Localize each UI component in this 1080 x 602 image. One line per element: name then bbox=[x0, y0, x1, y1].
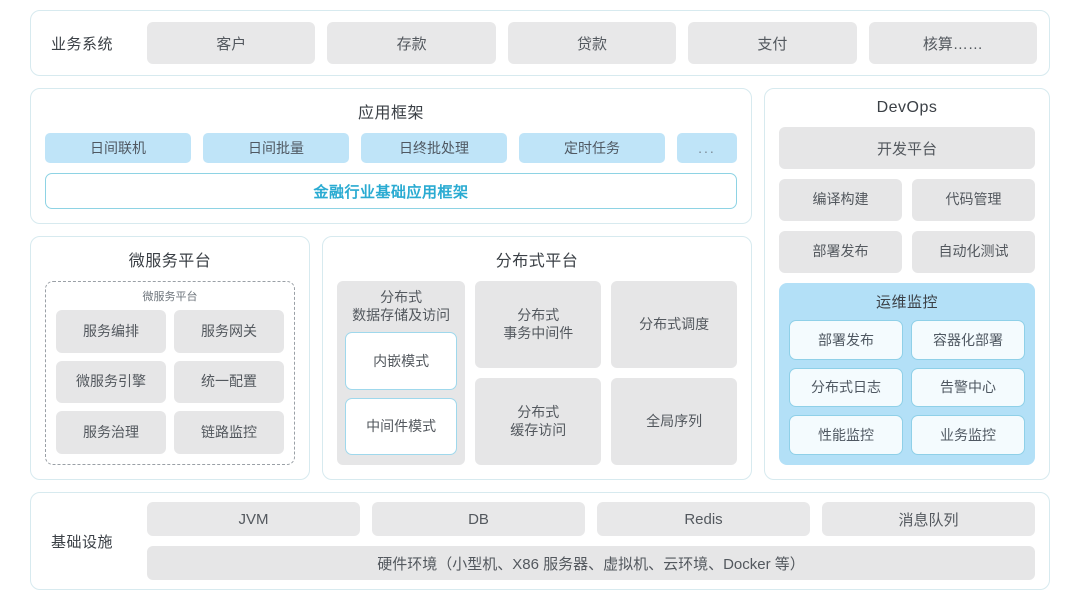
ops-monitoring-card: 运维监控 部署发布 容器化部署 分布式日志 告警中心 性能监控 业务监控 bbox=[779, 283, 1035, 465]
infra-tile-redis[interactable]: Redis bbox=[597, 502, 810, 536]
appfw-chip-eod-batch[interactable]: 日终批处理 bbox=[361, 133, 507, 163]
infra-tile-db[interactable]: DB bbox=[372, 502, 585, 536]
dist-tile-scheduling[interactable]: 分布式调度 bbox=[611, 281, 737, 368]
ms-tile-service-governance[interactable]: 服务治理 bbox=[56, 411, 166, 454]
infra-hardware-environment-bar: 硬件环境（小型机、X86 服务器、虚拟机、云环境、Docker 等） bbox=[147, 546, 1035, 580]
business-systems-label: 业务系统 bbox=[51, 35, 114, 53]
infrastructure-row: 基础设施 JVM DB Redis 消息队列 硬件环境（小型机、X86 服务器、… bbox=[30, 492, 1050, 590]
business-system-deposit[interactable]: 存款 bbox=[327, 22, 496, 64]
devops-card: DevOps 开发平台 编译构建 代码管理 部署发布 自动化测试 运维监控 bbox=[764, 88, 1050, 480]
infrastructure-label: 基础设施 bbox=[51, 533, 114, 551]
dist-tx-line2: 事务中间件 bbox=[503, 324, 574, 341]
dist-tile-global-sequence[interactable]: 全局序列 bbox=[611, 378, 737, 465]
devops-title: DevOps bbox=[876, 99, 938, 116]
business-system-customer[interactable]: 客户 bbox=[147, 22, 316, 64]
dist-tile-transaction-middleware[interactable]: 分布式 事务中间件 bbox=[475, 281, 602, 368]
ms-tile-unified-config[interactable]: 统一配置 bbox=[174, 360, 284, 404]
distributed-platform-card: 分布式平台 分布式 数据存储及访问 内嵌模式 中间件模式 bbox=[322, 236, 752, 480]
appfw-chip-daytime-online[interactable]: 日间联机 bbox=[45, 133, 191, 163]
ops-monitoring-title: 运维监控 bbox=[875, 294, 938, 311]
devops-stack: 开发平台 编译构建 代码管理 部署发布 自动化测试 运维监控 部署发布 容器化部… bbox=[779, 127, 1035, 465]
dist-storage-title-line1: 分布式 bbox=[380, 289, 423, 305]
microservice-platform-title: 微服务平台 bbox=[128, 253, 212, 270]
microservice-platform-inner-title: 微服务平台 bbox=[142, 291, 198, 303]
infrastructure-items: JVM DB Redis 消息队列 bbox=[147, 502, 1035, 536]
ms-tile-trace-monitoring[interactable]: 链路监控 bbox=[174, 411, 284, 454]
ops-tile-business-monitoring[interactable]: 业务监控 bbox=[911, 415, 1025, 455]
devops-pair-1: 编译构建 代码管理 bbox=[779, 179, 1035, 221]
ops-monitoring-grid: 部署发布 容器化部署 分布式日志 告警中心 性能监控 业务监控 bbox=[789, 320, 1025, 455]
dist-cache-line1: 分布式 bbox=[517, 404, 560, 421]
dist-cache-line2: 缓存访问 bbox=[510, 421, 567, 438]
dist-tx-line1: 分布式 bbox=[517, 307, 560, 324]
middle-right-column: DevOps 开发平台 编译构建 代码管理 部署发布 自动化测试 运维监控 bbox=[764, 88, 1050, 480]
devops-tile-dev-platform[interactable]: 开发平台 bbox=[779, 127, 1035, 169]
ms-tile-service-orchestration[interactable]: 服务编排 bbox=[56, 310, 166, 353]
dist-tile-cache-access[interactable]: 分布式 缓存访问 bbox=[475, 378, 602, 465]
infra-tile-message-queue[interactable]: 消息队列 bbox=[822, 502, 1035, 536]
dist-storage-mode-middleware[interactable]: 中间件模式 bbox=[345, 397, 458, 455]
devops-pair-2: 部署发布 自动化测试 bbox=[779, 231, 1035, 273]
ops-tile-distributed-logging[interactable]: 分布式日志 bbox=[789, 367, 903, 408]
devops-tile-deploy-release[interactable]: 部署发布 bbox=[779, 231, 902, 273]
dist-storage-title-line2: 数据存储及访问 bbox=[352, 306, 451, 323]
business-systems-items: 客户 存款 贷款 支付 核算…… bbox=[147, 22, 1038, 64]
devops-tile-build[interactable]: 编译构建 bbox=[779, 179, 902, 221]
microservice-tiles: 服务编排 服务网关 微服务引擎 统一配置 服务治理 链路监控 bbox=[56, 310, 284, 454]
application-framework-title: 应用框架 bbox=[357, 105, 424, 122]
application-framework-card: 应用框架 日间联机 日间批量 日终批处理 定时任务 ... 金融行业基础应用框架 bbox=[30, 88, 752, 224]
dist-storage-title: 分布式 数据存储及访问 bbox=[352, 289, 450, 324]
financial-foundation-framework-bar: 金融行业基础应用框架 bbox=[45, 173, 737, 209]
middle-left-column: 应用框架 日间联机 日间批量 日终批处理 定时任务 ... 金融行业基础应用框架… bbox=[30, 88, 752, 480]
infrastructure-content: JVM DB Redis 消息队列 硬件环境（小型机、X86 服务器、虚拟机、云… bbox=[147, 502, 1035, 580]
business-system-accounting[interactable]: 核算…… bbox=[868, 22, 1038, 64]
microservice-platform-inner-box: 微服务平台 服务编排 服务网关 微服务引擎 统一配置 服务治理 链路监控 bbox=[45, 281, 295, 465]
ms-tile-service-engine[interactable]: 微服务引擎 bbox=[56, 360, 166, 404]
ops-tile-containerized-deploy[interactable]: 容器化部署 bbox=[911, 320, 1025, 360]
business-systems-row: 业务系统 客户 存款 贷款 支付 核算…… bbox=[30, 10, 1050, 76]
devops-tile-code-management[interactable]: 代码管理 bbox=[912, 179, 1035, 221]
distributed-platform-grid: 分布式 数据存储及访问 内嵌模式 中间件模式 分布式 事务中间件 bbox=[337, 281, 737, 465]
microservice-platform-card: 微服务平台 微服务平台 服务编排 服务网关 微服务引擎 统一配置 服务治理 链路… bbox=[30, 236, 310, 480]
ops-tile-performance-monitoring[interactable]: 性能监控 bbox=[789, 415, 903, 455]
distributed-platform-title: 分布式平台 bbox=[495, 253, 579, 270]
platforms-row: 微服务平台 微服务平台 服务编排 服务网关 微服务引擎 统一配置 服务治理 链路… bbox=[30, 236, 752, 480]
dist-tile-data-storage-access[interactable]: 分布式 数据存储及访问 内嵌模式 中间件模式 bbox=[337, 281, 466, 465]
appfw-chip-more[interactable]: ... bbox=[677, 133, 737, 163]
ops-tile-deploy-release[interactable]: 部署发布 bbox=[789, 320, 903, 360]
ops-tile-alert-center[interactable]: 告警中心 bbox=[911, 367, 1025, 408]
dist-storage-mode-embedded[interactable]: 内嵌模式 bbox=[345, 332, 458, 390]
appfw-chip-scheduled-task[interactable]: 定时任务 bbox=[519, 133, 665, 163]
middle-area: 应用框架 日间联机 日间批量 日终批处理 定时任务 ... 金融行业基础应用框架… bbox=[30, 88, 1050, 480]
infra-tile-jvm[interactable]: JVM bbox=[147, 502, 360, 536]
application-framework-chips: 日间联机 日间批量 日终批处理 定时任务 ... bbox=[45, 133, 737, 163]
business-system-loan[interactable]: 贷款 bbox=[507, 22, 677, 64]
appfw-chip-daytime-batch[interactable]: 日间批量 bbox=[203, 133, 349, 163]
devops-tile-automated-testing[interactable]: 自动化测试 bbox=[912, 231, 1035, 273]
ms-tile-service-gateway[interactable]: 服务网关 bbox=[174, 310, 284, 353]
business-system-payment[interactable]: 支付 bbox=[688, 22, 857, 64]
